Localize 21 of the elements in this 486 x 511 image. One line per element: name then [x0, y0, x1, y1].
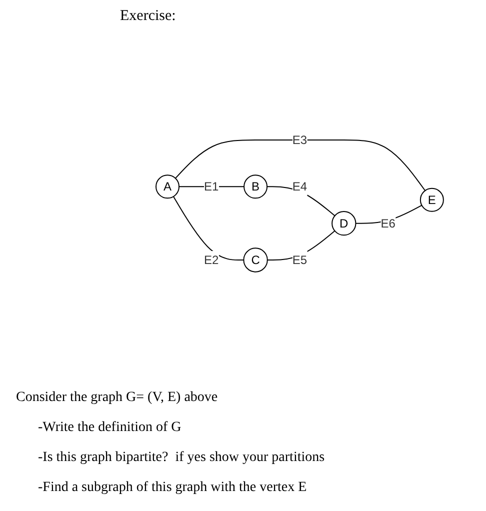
node-circle: C	[243, 247, 268, 272]
edge-label: E5	[292, 252, 308, 267]
node-circle: E	[420, 188, 444, 212]
node-circle: D	[332, 210, 357, 236]
edge-label: E1	[204, 179, 219, 194]
connector	[267, 230, 336, 260]
task-text: -Is this graph bipartite? if yes show your partitions	[38, 450, 325, 466]
task-text: -Find a subgraph of this graph with the vertex E	[38, 480, 308, 496]
edge-label: E2	[204, 252, 219, 267]
node-circle: A	[156, 174, 180, 198]
title: Exercise:	[120, 8, 176, 25]
edge-label: E4	[292, 179, 308, 194]
edge-label: E3	[292, 132, 308, 147]
connector	[173, 196, 244, 260]
connector	[175, 139, 426, 191]
question-text: Consider the graph G= (V, E) above	[16, 390, 219, 406]
edge-label: E6	[381, 216, 396, 230]
connector	[356, 204, 423, 224]
connector	[266, 186, 336, 216]
task-text: -Write the definition of G	[38, 420, 182, 436]
node-circle: B	[244, 174, 268, 198]
